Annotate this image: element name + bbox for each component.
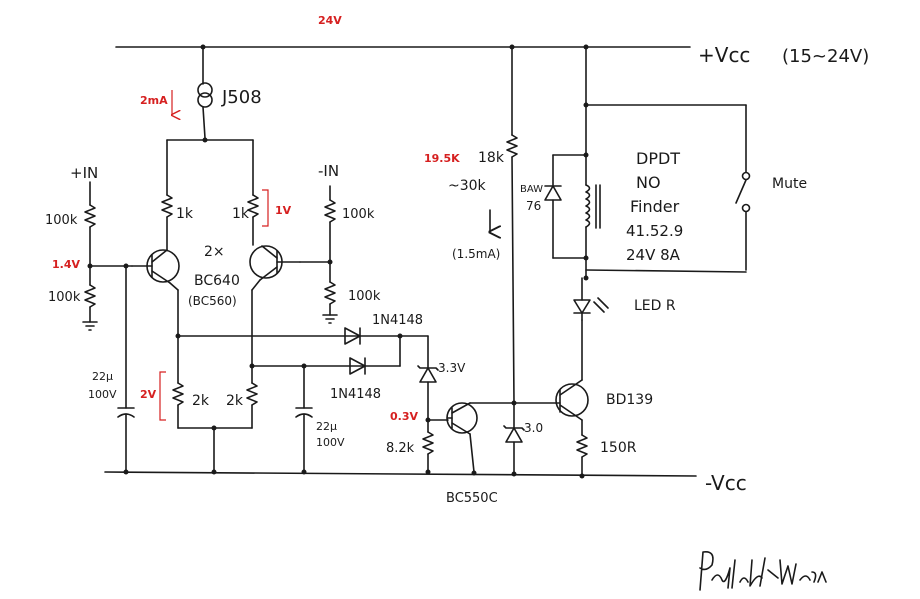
resistor-2k-left bbox=[172, 335, 184, 429]
resistor-1k-right bbox=[247, 194, 259, 246]
label-mute: Mute bbox=[772, 176, 807, 192]
label-bc560: (BC560) bbox=[188, 294, 237, 308]
label-relay-finder: Finder bbox=[630, 197, 680, 216]
transistor-bc550c bbox=[446, 402, 515, 473]
resistor-2k-right bbox=[246, 365, 258, 429]
label-minus-in: -IN bbox=[318, 162, 339, 180]
label-bd139: BD139 bbox=[606, 392, 653, 408]
label-r-c1: 1k bbox=[176, 206, 194, 222]
label-r-top: 18k bbox=[478, 150, 505, 166]
diode-baw76 bbox=[544, 154, 562, 259]
label-plus-in: +IN bbox=[70, 164, 98, 182]
label-flyback2: 76 bbox=[526, 199, 541, 213]
plus-in-network bbox=[82, 181, 135, 473]
label-base-voltage: 0.3V bbox=[390, 410, 418, 423]
label-diode1: 1N4148 bbox=[372, 313, 423, 328]
label-r-emitter: 150R bbox=[600, 440, 637, 456]
j508-current-source bbox=[197, 46, 213, 139]
label-r-base: 8.2k bbox=[386, 441, 415, 456]
label-bc550c: BC550C bbox=[446, 491, 498, 506]
transistor-bc640-right bbox=[249, 245, 301, 367]
label-r-minus-top: 100k bbox=[342, 207, 375, 222]
label-relay-dpdt: DPDT bbox=[636, 149, 680, 168]
label-relay-no: NO bbox=[636, 173, 661, 192]
label-ccs-current: 2mA bbox=[140, 94, 168, 107]
label-r-in-bot: 100k bbox=[48, 290, 81, 305]
resistor-8k2 bbox=[422, 431, 434, 473]
label-r-in-top: 100k bbox=[45, 213, 78, 228]
zener-3v3 bbox=[417, 335, 439, 433]
diode-1n4148-bottom bbox=[349, 357, 366, 375]
label-drop-1k: 1V bbox=[275, 204, 292, 217]
transistor-bd139 bbox=[555, 319, 589, 436]
resistor-150r bbox=[576, 434, 588, 477]
transistor-bc640-left bbox=[131, 249, 180, 337]
label-in-bias: 1.4V bbox=[52, 258, 80, 271]
label-cap-right: 22µ bbox=[316, 420, 337, 433]
zener-3v0 bbox=[503, 402, 525, 475]
label-r-e1: 2k bbox=[192, 393, 210, 409]
label-r-top-alt: ~30k bbox=[448, 178, 487, 194]
label-r-top-current: 19.5K bbox=[424, 152, 460, 165]
minus-in-network bbox=[299, 185, 338, 324]
negative-rail bbox=[104, 471, 697, 477]
label-transistor-count: 2× bbox=[204, 244, 225, 260]
label-r-minus-bot: 100k bbox=[348, 289, 381, 304]
resistor-18k bbox=[506, 46, 518, 404]
label-cap-left: 22µ bbox=[92, 370, 113, 383]
label-relay-rating: 24V 8A bbox=[626, 246, 681, 264]
bracket-1v bbox=[262, 189, 269, 227]
label-diode2: 1N4148 bbox=[330, 387, 381, 402]
label-r-c2: 1k bbox=[232, 206, 250, 222]
signature bbox=[699, 550, 827, 591]
label-zener2: 3.0 bbox=[524, 421, 543, 435]
label-vcc-range: (15~24V) bbox=[782, 46, 869, 67]
diode-1n4148-top bbox=[344, 327, 361, 345]
label-drop-2k: 2V bbox=[140, 388, 157, 401]
label-j508: J508 bbox=[221, 87, 262, 108]
label-relay-model: 41.52.9 bbox=[626, 222, 683, 240]
relay-coil bbox=[552, 46, 601, 279]
label-cap-left-v: 100V bbox=[88, 388, 117, 401]
label-vcc-neg: -Vcc bbox=[705, 471, 747, 495]
label-vcc-pos: +Vcc bbox=[698, 43, 750, 67]
label-cap-right-v: 100V bbox=[316, 436, 345, 449]
label-current-1-5: (1.5mA) bbox=[452, 247, 500, 261]
label-r-e2: 2k bbox=[226, 393, 244, 409]
resistor-1k-left bbox=[161, 194, 173, 251]
label-bc640: BC640 bbox=[194, 273, 240, 289]
label-flyback: BAW bbox=[520, 184, 543, 195]
bracket-2v bbox=[159, 371, 166, 421]
led-red bbox=[573, 277, 609, 321]
label-top-voltage: 24V bbox=[318, 14, 342, 27]
label-led: LED R bbox=[634, 298, 676, 314]
capacitor-22u-right bbox=[295, 365, 313, 473]
mute-switch bbox=[585, 104, 751, 273]
label-zener1: 3.3V bbox=[438, 361, 466, 375]
